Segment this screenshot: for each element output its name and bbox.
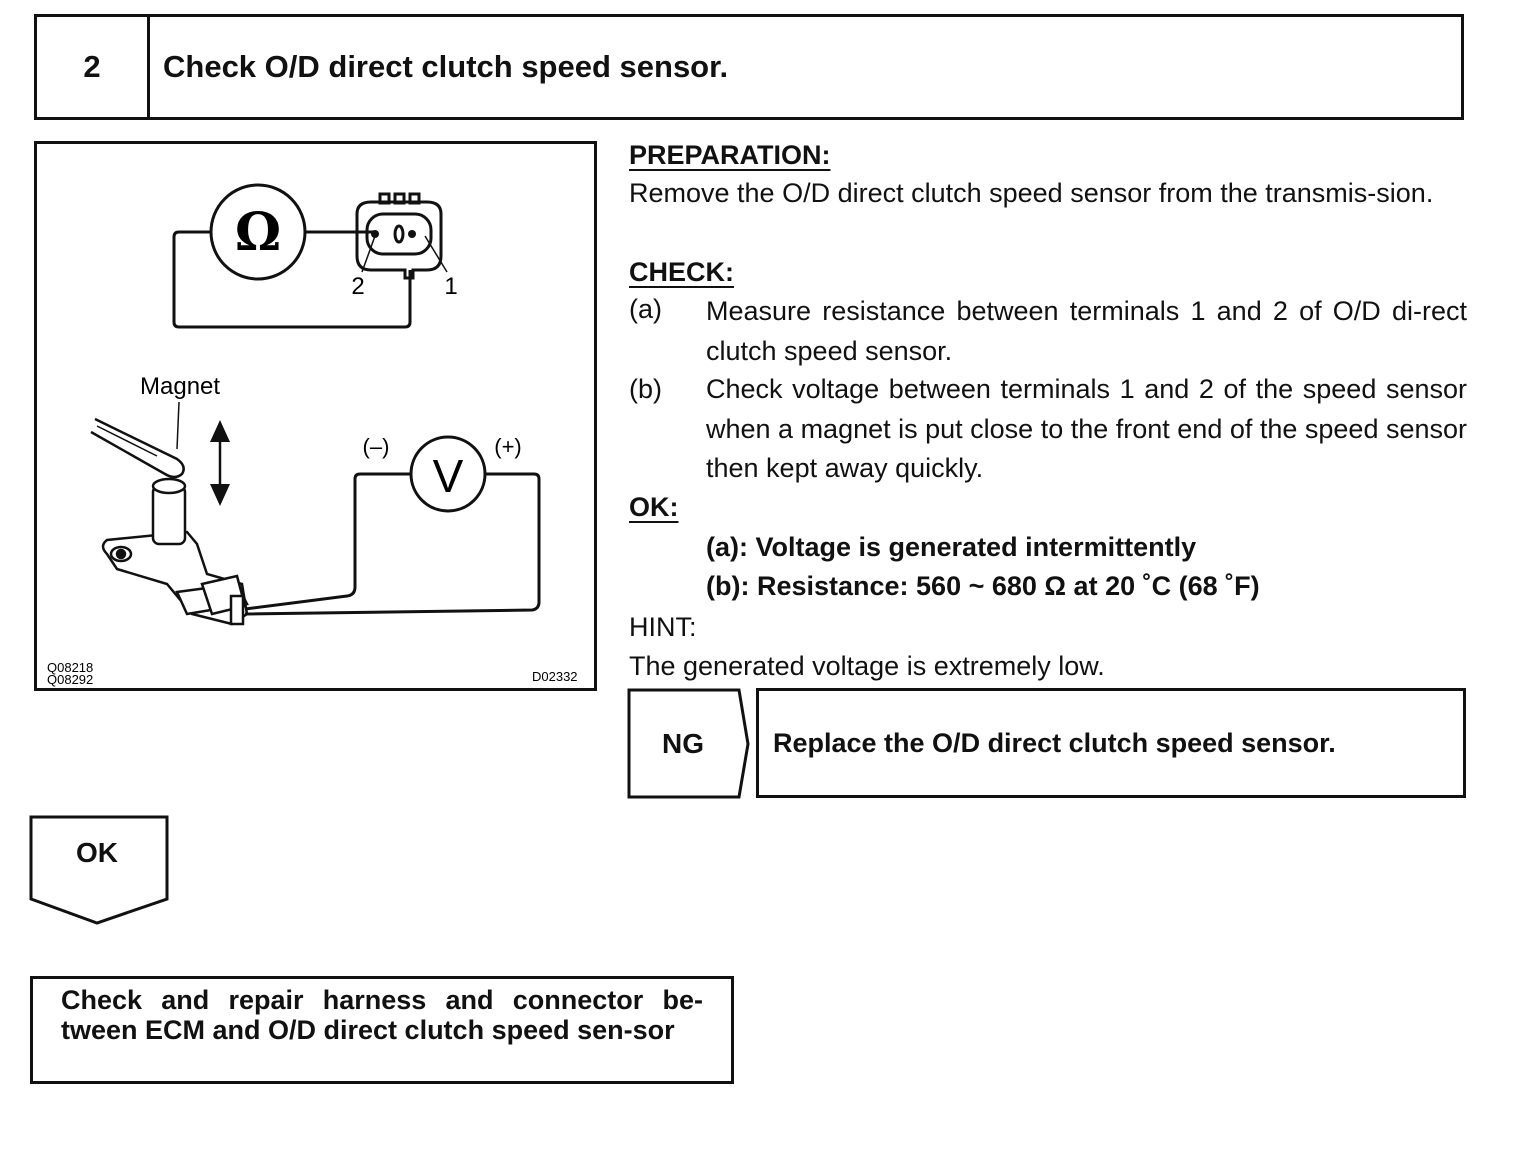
preparation-text: Remove the O/D direct clutch speed senso… <box>629 178 1434 208</box>
hint-heading: HINT: <box>629 612 697 642</box>
plus-label: (+) <box>494 434 522 459</box>
connector-shell <box>355 200 443 280</box>
step-title: Check O/D direct clutch speed sensor. <box>163 49 729 84</box>
terminal-1-leader <box>424 235 448 273</box>
ok-action-box: Check and repair harness and connector b… <box>30 976 734 1084</box>
connector-inner <box>365 212 433 256</box>
terminal-2-label: 2 <box>351 273 364 300</box>
terminal-2-dot <box>371 230 379 238</box>
preparation-heading: PREPARATION: <box>629 140 831 170</box>
voltmeter-lead-plus <box>244 472 541 616</box>
ng-action-box: Replace the O/D direct clutch speed sens… <box>756 688 1466 798</box>
ok-line-b: (b): Resistance: 560 ~ 680 Ω at 20 ˚C (6… <box>706 571 1260 601</box>
sensor-illustration: Ω 2 1 Magnet V <box>34 141 597 691</box>
ng-label: NG <box>662 728 704 759</box>
arrow-head-up <box>210 420 230 442</box>
check-item-a-text: Measure resistance between terminals 1 a… <box>706 296 1467 366</box>
ohmmeter-circle <box>209 183 307 281</box>
ohm-loop-wire <box>172 230 412 329</box>
magnet-leader <box>176 401 180 450</box>
terminal-2-leader <box>361 235 376 273</box>
check-item-a-label: (a) <box>629 294 662 324</box>
figure-code-left-2: Q08292 <box>47 672 93 687</box>
speed-sensor-drawing <box>101 477 249 626</box>
ohm-symbol: Ω <box>235 202 281 263</box>
ok-arrow-shape <box>29 815 169 925</box>
magnet-label: Magnet <box>140 373 220 400</box>
hint-text: The generated voltage is extremely low. <box>629 651 1105 681</box>
ok-branch-marker: OK <box>29 815 171 927</box>
arrow-head-down <box>210 484 230 506</box>
connector-key <box>393 224 405 244</box>
test-diagram: Ω 2 1 Magnet V <box>47 183 578 687</box>
ok-action-text: Check and repair harness and connector b… <box>61 985 703 1045</box>
voltmeter-circle <box>409 435 487 513</box>
connector-tab <box>408 192 421 205</box>
figure-code-left-1: Q08218 <box>47 660 93 675</box>
step-header: 2 Check O/D direct clutch speed sensor. <box>34 14 1464 120</box>
ok-line-a: (a): Voltage is generated intermittently <box>706 532 1197 562</box>
voltmeter-lead-minus <box>244 472 411 611</box>
terminal-1-label: 1 <box>444 273 457 300</box>
volt-symbol: V <box>433 450 464 502</box>
minus-label: (–) <box>363 434 390 459</box>
check-heading: CHECK: <box>629 257 734 287</box>
check-item-b-label: (b) <box>629 374 662 404</box>
ng-arrow-shape <box>627 688 750 799</box>
connector-tab <box>378 192 391 205</box>
ok-label: OK <box>76 837 118 868</box>
ng-branch-marker: NG <box>627 688 751 800</box>
ok-heading: OK: <box>629 492 679 522</box>
terminal-1-dot <box>408 230 416 238</box>
connector-tab <box>393 192 406 205</box>
step-number: 2 <box>37 17 150 117</box>
magnet-body <box>90 417 185 479</box>
check-item-b-text: Check voltage between terminals 1 and 2 … <box>706 374 1467 483</box>
figure-code-right: D02332 <box>532 669 578 684</box>
